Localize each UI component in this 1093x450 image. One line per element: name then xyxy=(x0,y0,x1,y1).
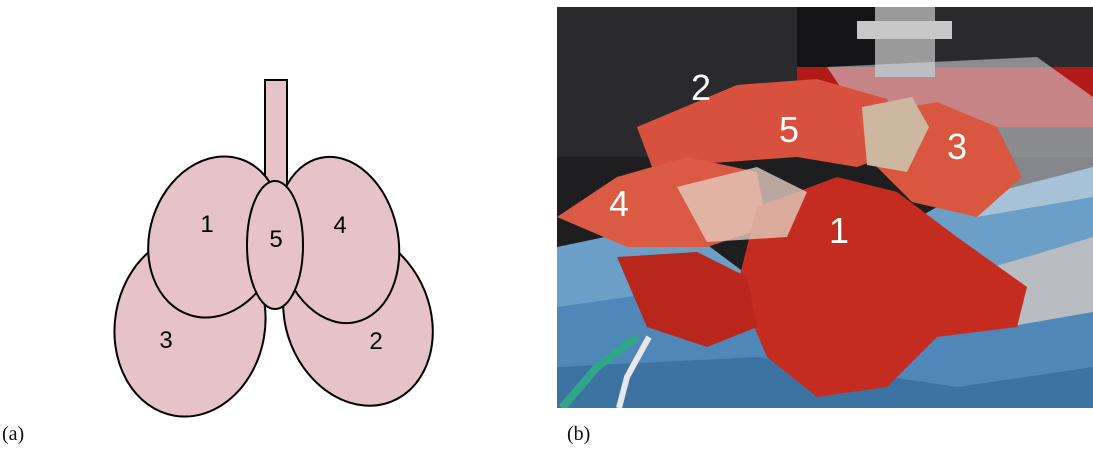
photo-lobe-1-label: 1 xyxy=(829,210,849,251)
caption-a: (a) xyxy=(2,423,24,446)
lobe-2-label: 2 xyxy=(369,328,382,355)
lung-lobe-diagram: 1 5 4 3 2 xyxy=(0,0,540,420)
photo-lobe-4-label: 4 xyxy=(609,183,629,224)
caption-b: (b) xyxy=(567,423,590,446)
lobe-1-label: 1 xyxy=(200,211,213,238)
lobe-5-label: 5 xyxy=(269,226,282,253)
trachea-shape xyxy=(265,80,287,192)
photo-lobe-5-label: 5 xyxy=(779,109,799,150)
photo-lobe-3-label: 3 xyxy=(947,126,967,167)
lobe-4-label: 4 xyxy=(333,212,346,239)
lobe-3-label: 3 xyxy=(159,327,172,354)
lung-photo: 2 5 3 4 1 xyxy=(557,7,1093,408)
photo-lobe-2-label: 2 xyxy=(691,67,711,108)
